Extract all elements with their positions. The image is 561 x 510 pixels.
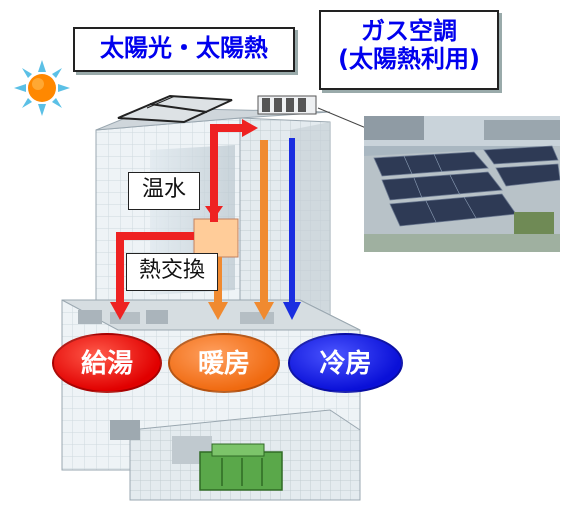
- sun-icon: [14, 60, 70, 116]
- solar-label: 太陽光・太陽熱: [73, 27, 295, 72]
- rooftop-solar-photo: [364, 116, 560, 252]
- heating-ellipse: 暖房: [168, 333, 280, 393]
- hot-water-supply-ellipse: 給湯: [52, 333, 162, 393]
- gas-aircon-title: ガス空調: [361, 17, 457, 45]
- gas-chiller-icon: [257, 95, 317, 115]
- cooling-ellipse: 冷房: [288, 333, 403, 393]
- warm-water-label: 温水: [128, 172, 200, 210]
- gas-aircon-subtitle: (太陽熱利用): [338, 44, 480, 73]
- solar-panel-icon: [117, 94, 233, 124]
- heat-exchange-label: 熱交換: [126, 253, 218, 291]
- heat-exchanger-icon: [193, 218, 239, 258]
- solar-label-text: 太陽光・太陽熱: [100, 34, 268, 62]
- equipment-icon: [199, 443, 283, 491]
- gas-aircon-label: ガス空調 (太陽熱利用): [319, 10, 499, 90]
